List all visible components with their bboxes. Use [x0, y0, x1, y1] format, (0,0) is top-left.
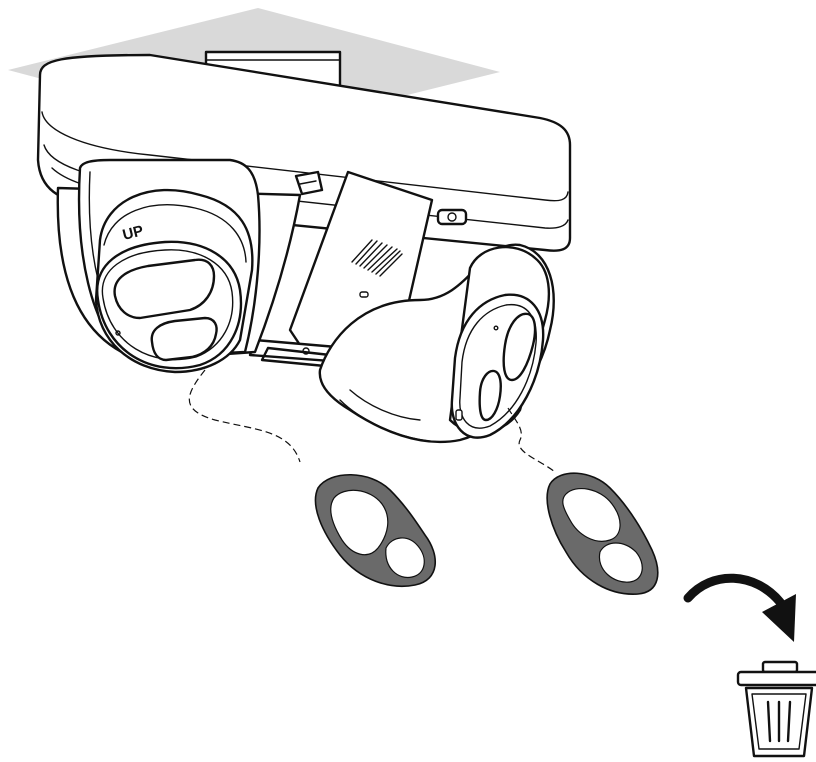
curved-arrow-icon — [688, 578, 796, 642]
trash-bin-icon — [738, 662, 816, 756]
film-path-left — [189, 370, 300, 462]
camera-icon: UP — [38, 55, 570, 442]
protective-film-icon — [547, 473, 658, 594]
protective-film-icon — [315, 475, 435, 587]
